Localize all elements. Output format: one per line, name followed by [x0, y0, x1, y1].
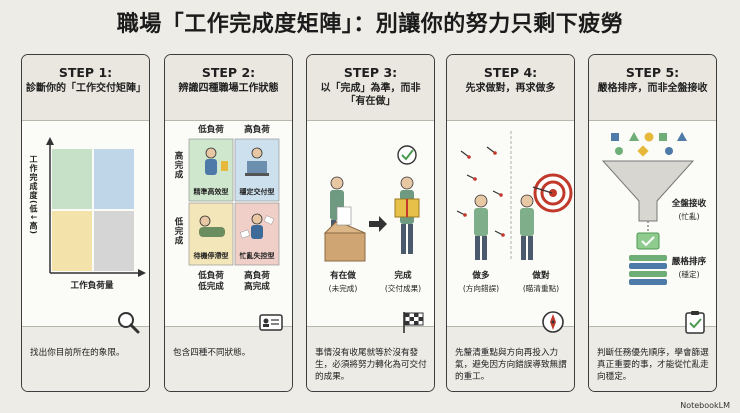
label-top-sub: (忙亂) [678, 212, 700, 221]
step-2-panel: STEP 2: 辨識四種職場工作狀態 低負荷 高負荷 高完成 低完成 精準高效型 [164, 54, 293, 392]
top-left-label: 低負荷 [198, 125, 224, 135]
step-5-footer-text: 判斷任務優先順序，學會篩選真正重要的事，才能從忙亂走向穩定。 [597, 348, 709, 382]
x-axis-label: 工作負荷量 [70, 281, 114, 291]
step-4-label: STEP 4: [483, 65, 538, 80]
right-label: 做對 [532, 271, 550, 281]
step-1-subtitle: 診斷你的「工作交付矩陣」 [26, 83, 146, 94]
step-1-footer-text: 找出你目前所在的象限。 [30, 348, 125, 358]
step-3-subtitle: 以「完成」為準，而非「有在做」 [320, 83, 421, 107]
step-4-panel: STEP 4: 先求做對，再求做多 [446, 54, 575, 392]
step-1-label: STEP 1: [58, 65, 113, 80]
top-right-label: 高負荷 [244, 125, 270, 135]
quadrant-1-label: 精準高效型 [193, 188, 229, 196]
left-label: 做多 [472, 271, 490, 281]
step-1-footer: 找出你目前所在的象限。 [22, 312, 149, 391]
right-label: 完成 [394, 271, 412, 281]
step-5-label: STEP 5: [625, 65, 680, 80]
step-4-footer: 先釐清重點與方向再投入力氣，避免因方向錯誤導致無謂的重工。 [447, 311, 574, 391]
funnel-graphic [601, 132, 695, 285]
bottom-left-label: 低負荷 低完成 [198, 271, 224, 292]
matrix-graphic [46, 137, 146, 277]
step-4-subtitle: 先求做對，再求做多 [465, 83, 556, 94]
label-bottom: 嚴格排序 [671, 257, 707, 267]
step-2-header: STEP 2: 辨識四種職場工作狀態 [165, 55, 292, 121]
quadrant-3-label: 待機停滯型 [193, 252, 229, 260]
right-sub-label: (瞄清重點) [522, 284, 560, 293]
id-card-icon [259, 314, 283, 331]
step-3-header: STEP 3: 以「完成」為準，而非「有在做」 [307, 55, 434, 121]
step-4-header: STEP 4: 先求做對，再求做多 [447, 55, 574, 121]
checkered-flag-icon [403, 312, 424, 333]
step-3-footer: 事情沒有收尾就等於沒有發生，必須將努力轉化為可交付的成果。 [307, 312, 434, 391]
step-2-matrix: 低負荷 高負荷 高完成 低完成 精準高效型 穩定交付型 待機停滯型 忙亂失控型 [165, 121, 292, 327]
step-3-footer-text: 事情沒有收尾就等於沒有發生，必須將努力轉化為可交付的成果。 [315, 348, 427, 382]
step-3-panel: STEP 3: 以「完成」為準，而非「有在做」 有在做 (未完成 [306, 54, 435, 392]
step-1-matrix: 工作完成度(低↓高) 工作負荷量 [22, 121, 149, 327]
step-3-label: STEP 3: [343, 65, 398, 80]
step-2-label: STEP 2: [201, 65, 256, 80]
magnifier-icon [118, 312, 140, 334]
left-sub-label: (方向錯誤) [462, 284, 500, 293]
brand-label: NotebookLM [680, 401, 730, 410]
step-1-header: STEP 1: 診斷你的「工作交付矩陣」 [22, 55, 149, 121]
quadrant-2-label: 穩定交付型 [239, 188, 275, 196]
step-2-subtitle: 辨識四種職場工作狀態 [178, 83, 279, 94]
delivery-graphic [323, 145, 420, 262]
step-4-illustration: 做多 (方向錯誤) 做對 (瞄清重點) [447, 121, 574, 327]
label-bottom-sub: (穩定) [678, 270, 700, 279]
quadrant-4-label: 忙亂失控型 [239, 252, 275, 260]
step-5-footer: 判斷任務優先順序，學會篩選真正重要的事，才能從忙亂走向穩定。 [589, 311, 716, 391]
side-top-label: 高完成 [173, 151, 183, 180]
left-label: 有在做 [330, 271, 356, 281]
side-bottom-label: 低完成 [173, 217, 183, 246]
step-5-illustration: 全盤接收 (忙亂) 嚴格排序 (穩定) [589, 121, 716, 327]
step-5-panel: STEP 5: 嚴格排序，而非全盤接收 全盤接收 (忙亂) [588, 54, 717, 392]
step-2-footer: 包含四種不同狀態。 [165, 314, 292, 391]
clipboard-check-icon [685, 311, 705, 334]
right-sub-label: (交付成果) [384, 284, 422, 293]
step-4-footer-text: 先釐清重點與方向再投入力氣，避免因方向錯誤導致無謂的重工。 [455, 348, 567, 382]
step-3-illustration: 有在做 (未完成) 完成 (交付成果) [307, 121, 434, 327]
compass-icon [542, 311, 564, 333]
darts-graphic [456, 131, 573, 261]
page-title: 職場「工作完成度矩陣」：別讓你的努力只剩下疲勞 [116, 12, 624, 37]
bottom-right-label: 高負荷 高完成 [244, 271, 270, 292]
step-5-subtitle: 嚴格排序，而非全盤接收 [597, 83, 708, 94]
y-axis-label: 工作完成度(低↓高) [29, 155, 38, 236]
label-top: 全盤接收 [671, 199, 707, 209]
step-1-panel: STEP 1: 診斷你的「工作交付矩陣」 工作完成度(低↓高) 工作負荷量 找出… [21, 54, 150, 392]
step-2-footer-text: 包含四種不同狀態。 [173, 348, 251, 358]
left-sub-label: (未完成) [328, 284, 358, 293]
step-5-header: STEP 5: 嚴格排序，而非全盤接收 [589, 55, 716, 121]
quadrant-graphic [188, 138, 280, 266]
